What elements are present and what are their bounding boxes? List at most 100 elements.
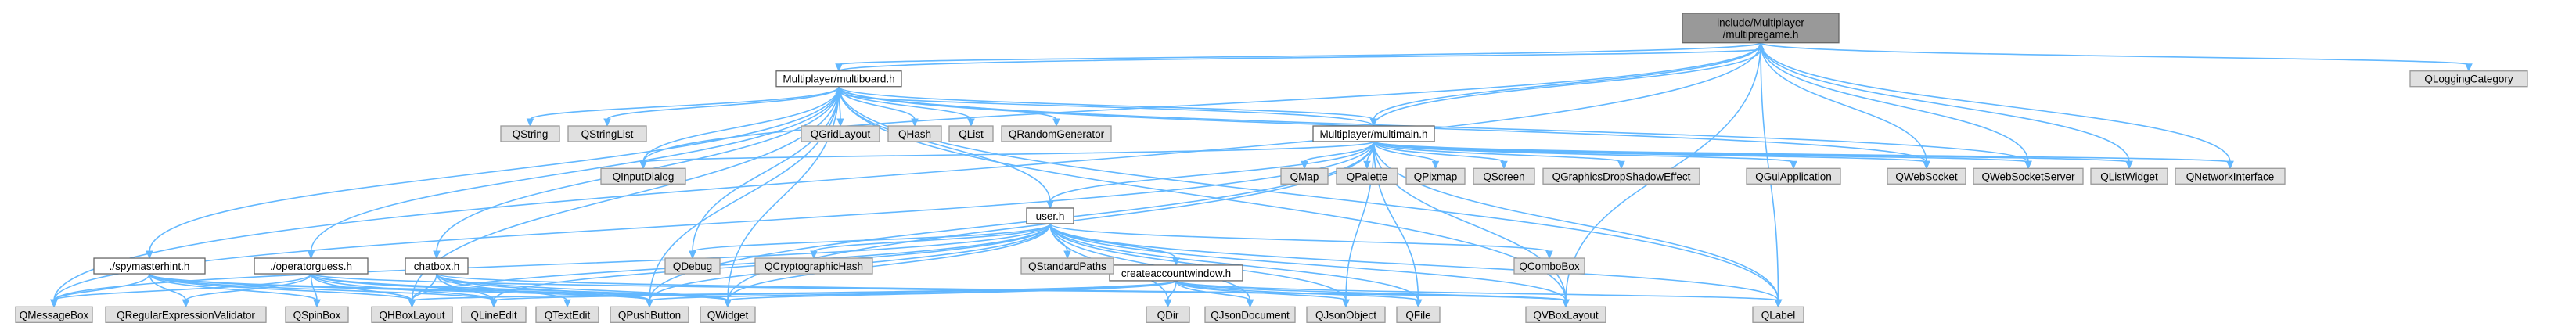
edge-n0-n2 <box>1369 42 1761 127</box>
edge-n6-e_qspinbox <box>310 274 321 308</box>
node-e_qwebsocketserver[interactable]: QWebSocketServer <box>1973 167 2084 185</box>
node-box <box>1026 207 1074 224</box>
edge-line <box>642 86 840 163</box>
node-box <box>1204 306 1296 323</box>
node-e_qfile[interactable]: QFile <box>1396 306 1441 323</box>
edge-line <box>310 86 840 253</box>
edge-n1-n5 <box>146 86 840 260</box>
edge-n6-e_qregularexpressionvalidator <box>182 273 312 308</box>
edge-line <box>1373 42 1761 120</box>
edge-n1-n0 <box>838 41 1765 72</box>
node-e_qpushbutton[interactable]: QPushButton <box>610 306 689 323</box>
node-label: QComboBox <box>1519 260 1580 272</box>
node-label: QWidget <box>707 309 749 321</box>
node-box <box>2409 70 2528 88</box>
node-n0[interactable]: include/Multiplayer/multipregame.h <box>1682 13 1840 44</box>
node-e_qwebsocket[interactable]: QWebSocket <box>1887 167 1966 185</box>
node-e_qhboxlayout[interactable]: QHBoxLayout <box>371 306 453 323</box>
edge-arrowhead <box>433 250 441 260</box>
node-e_qwidget[interactable]: QWidget <box>700 306 756 323</box>
node-label: QTextEdit <box>545 309 591 321</box>
node-e_qjsonobject[interactable]: QJsonObject <box>1306 306 1386 323</box>
edge-line <box>310 274 318 301</box>
edge-line <box>310 273 413 302</box>
node-e_qrandomgenerator[interactable]: QRandomGenerator <box>1001 125 1112 142</box>
edge-arrowhead <box>2226 160 2234 170</box>
node-e_qnetworkinterface[interactable]: QNetworkInterface <box>2175 167 2286 185</box>
node-n1[interactable]: Multiplayer/multiboard.h <box>775 70 902 88</box>
edge-arrowhead <box>1790 160 1797 170</box>
edge-n1-e_qlabel <box>838 86 1783 308</box>
node-n7[interactable]: chatbox.h <box>405 257 469 275</box>
node-e_qinputdialog[interactable]: QInputDialog <box>600 167 686 185</box>
node-box <box>105 306 267 323</box>
node-e_qjsondocument[interactable]: QJsonDocument <box>1204 306 1296 323</box>
node-label: user.h <box>1036 210 1065 222</box>
node-e_qdir[interactable]: QDir <box>1146 306 1190 323</box>
node-e_qspinbox[interactable]: QSpinBox <box>285 306 349 323</box>
node-e_qmessagebox[interactable]: QMessageBox <box>15 306 93 323</box>
edge-arrowhead <box>1617 160 1625 170</box>
node-e_qlistwidget[interactable]: QListWidget <box>2090 167 2168 185</box>
edge-arrowhead <box>1246 299 1254 308</box>
node-e_qpalette[interactable]: QPalette <box>1336 167 1398 185</box>
node-label: chatbox.h <box>414 260 460 272</box>
edge-line <box>185 273 312 302</box>
edge-n6-e_qmessagebox <box>50 273 312 308</box>
edge-n2-e_qguiapplication <box>1373 141 1797 170</box>
edge-line <box>436 273 1567 302</box>
node-e_qloggingcategory[interactable]: QLoggingCategory <box>2409 70 2528 88</box>
node-box <box>775 70 902 88</box>
node-e_qpixmap[interactable]: QPixmap <box>1405 167 1466 185</box>
edge-n2-e_qwidget <box>724 142 1375 308</box>
node-e_qstringlist[interactable]: QStringList <box>567 125 647 142</box>
edge-line <box>838 86 1779 301</box>
node-label: QInputDialog <box>613 171 675 182</box>
node-box <box>664 257 721 275</box>
node-n2[interactable]: Multiplayer/multimain.h <box>1312 125 1435 142</box>
node-e_qtextedit[interactable]: QTextEdit <box>535 306 599 323</box>
node-n6[interactable]: ./operatorguess.h <box>254 257 369 275</box>
edge-line <box>838 48 1761 72</box>
node-e_qcryptographichash[interactable]: QCryptographicHash <box>754 257 873 275</box>
edge-line <box>1373 142 1567 301</box>
edge-arrowhead <box>1774 299 1783 308</box>
edge-line <box>1304 141 1375 163</box>
node-e_qgraphicsdropshadoweffect[interactable]: QGraphicsDropShadowEffect <box>1542 167 1700 185</box>
node-e_qdebug[interactable]: QDebug <box>664 257 721 275</box>
node-e_qstandardpaths[interactable]: QStandardPaths <box>1020 257 1114 275</box>
edge-line <box>53 273 150 301</box>
node-e_qregularexpressionvalidator[interactable]: QRegularExpressionValidator <box>105 306 267 323</box>
edge-n0-e_qwebsocketserver <box>1760 42 2032 170</box>
node-box <box>1306 306 1386 323</box>
edge-line <box>149 273 187 301</box>
node-e_qmap[interactable]: QMap <box>1280 167 1329 185</box>
node-n3[interactable]: user.h <box>1026 207 1074 224</box>
node-e_qscreen[interactable]: QScreen <box>1473 167 1535 185</box>
edge-line <box>642 141 1375 163</box>
node-n4[interactable]: createaccountwindow.h <box>1109 264 1243 282</box>
node-n5[interactable]: ./spymasterhint.h <box>93 257 206 275</box>
edge-line <box>692 223 1051 253</box>
node-label: QWebSocket <box>1895 171 1958 182</box>
edge-arrowhead <box>526 118 534 127</box>
node-label: QPushButton <box>618 309 681 321</box>
node-e_qguiapplication[interactable]: QGuiApplication <box>1746 167 1841 185</box>
node-e_qlabel[interactable]: QLabel <box>1752 306 1804 323</box>
edge-line <box>149 273 318 302</box>
node-e_qstring[interactable]: QString <box>500 125 560 142</box>
edge-layer <box>50 41 2473 308</box>
node-e_qgridlayout[interactable]: QGridLayout <box>801 125 880 142</box>
node-e_qlineedit[interactable]: QLineEdit <box>461 306 527 323</box>
node-box <box>1682 13 1840 44</box>
node-e_qlist[interactable]: QList <box>948 125 994 142</box>
edge-line <box>1760 41 2470 66</box>
node-label: QPixmap <box>1414 171 1458 182</box>
edge-arrowhead <box>911 118 919 127</box>
edge-line <box>642 42 1761 163</box>
edge-line <box>1167 280 1177 301</box>
node-e_qhash[interactable]: QHash <box>887 125 942 142</box>
edge-line <box>1373 141 1794 163</box>
node-e_qvboxlayout[interactable]: QVBoxLayout <box>1525 306 1606 323</box>
node-e_qcombobox[interactable]: QComboBox <box>1513 257 1585 275</box>
